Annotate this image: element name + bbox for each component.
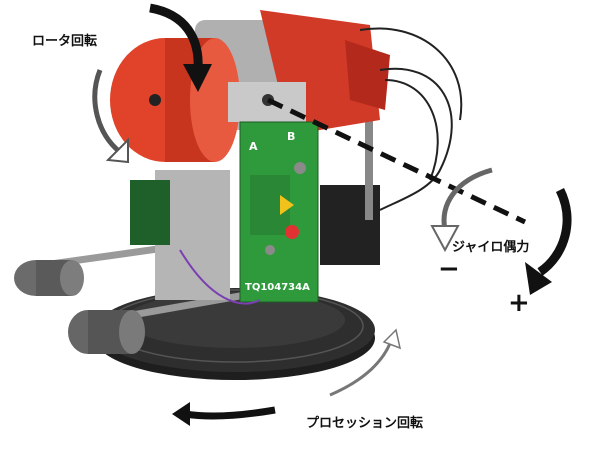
gyro-axis-dashed <box>266 97 527 225</box>
label-rotor-rotation: ロータ回転 <box>32 34 98 49</box>
gyro-couple-arrows <box>430 167 572 295</box>
precession-rotation-arrows <box>172 328 402 426</box>
wires <box>179 27 463 305</box>
plus-sign: + <box>508 288 530 318</box>
label-precession-rotation: プロセッション回転 <box>306 416 424 431</box>
bracket-plate <box>228 82 306 122</box>
minus-sign: − <box>438 254 460 284</box>
pcb-part-number: TQ104734A <box>245 282 310 293</box>
counterweight-assembly <box>14 238 264 354</box>
pcb-marker-a: A <box>249 140 258 153</box>
label-gyro-couple: ジャイロ偶力 <box>452 240 530 255</box>
pcb-marker-b: B <box>287 130 295 143</box>
support-frame <box>130 100 380 300</box>
rotor-disc <box>110 38 240 162</box>
pcb-board <box>239 121 319 303</box>
rotor-rotation-arrows <box>92 3 212 164</box>
